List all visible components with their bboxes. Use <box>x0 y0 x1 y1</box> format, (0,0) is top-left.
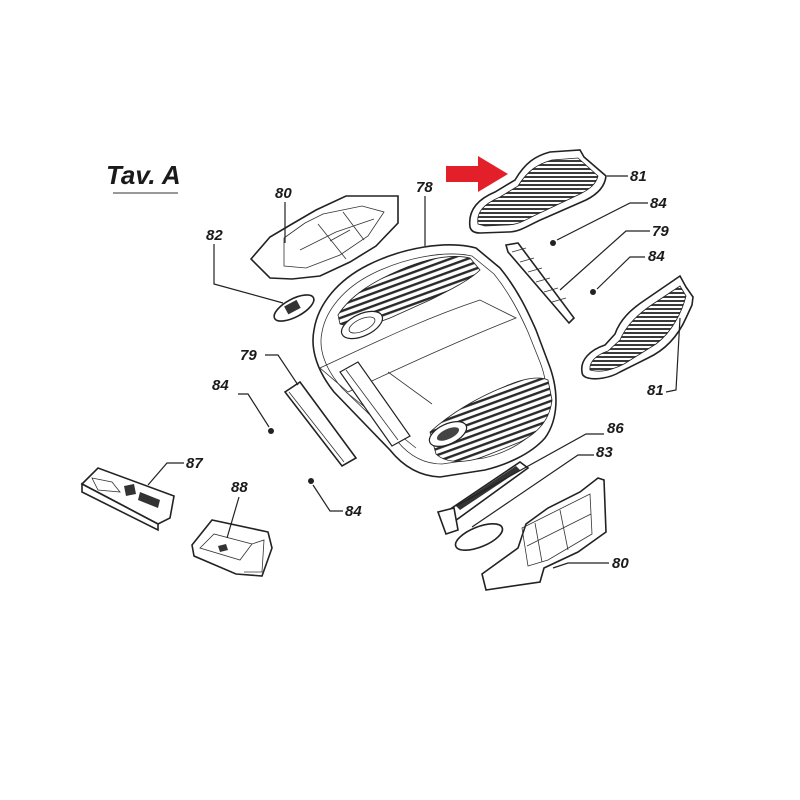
label-81-bottom: 81 <box>647 382 664 399</box>
label-84-b: 84 <box>648 248 665 265</box>
label-86: 86 <box>607 420 624 437</box>
label-88: 88 <box>231 479 248 496</box>
label-80-bottom: 80 <box>612 555 629 572</box>
part-79-left-strip <box>283 380 358 468</box>
screw-84-a <box>550 240 556 246</box>
label-87: 87 <box>186 455 203 472</box>
part-87-remote-control <box>80 467 175 532</box>
label-84-a: 84 <box>650 195 667 212</box>
part-80-bottom-filter <box>481 477 607 591</box>
leader-80-bottom <box>552 562 609 569</box>
leader-83 <box>471 454 594 528</box>
part-88-holder <box>191 519 273 577</box>
label-82: 82 <box>206 227 223 244</box>
part-81-top-grille <box>468 149 607 234</box>
screw-84-c <box>268 428 274 434</box>
leader-84-b <box>596 256 645 290</box>
leader-84-d <box>312 484 343 512</box>
label-83: 83 <box>596 444 613 461</box>
leader-81-bottom <box>665 317 681 393</box>
part-80-top-filter <box>249 195 399 280</box>
screw-84-b <box>590 289 596 295</box>
label-84-c: 84 <box>212 377 229 394</box>
highlight-arrow <box>446 156 508 192</box>
part-78-main-cover <box>312 244 557 478</box>
part-83-oval-window <box>454 523 504 551</box>
page-title: Tav. A <box>106 160 181 190</box>
leader-82 <box>213 244 284 304</box>
label-80-top: 80 <box>275 185 292 202</box>
leader-79-right <box>559 230 650 291</box>
leader-79-left <box>265 354 299 386</box>
leader-87 <box>147 462 184 486</box>
part-81-bottom-grille <box>580 274 694 380</box>
leader-86 <box>455 433 604 507</box>
leader-84-c <box>238 393 270 428</box>
label-78: 78 <box>416 179 433 196</box>
part-82-oval-plate <box>273 294 315 322</box>
screw-84-d <box>308 478 314 484</box>
leader-84-a <box>556 202 648 241</box>
part-79-right-bracket <box>504 242 576 325</box>
label-84-d: 84 <box>345 503 362 520</box>
leader-88 <box>226 496 240 539</box>
label-81-top: 81 <box>630 168 647 185</box>
label-79-left: 79 <box>240 347 257 364</box>
label-79-right: 79 <box>652 223 669 240</box>
